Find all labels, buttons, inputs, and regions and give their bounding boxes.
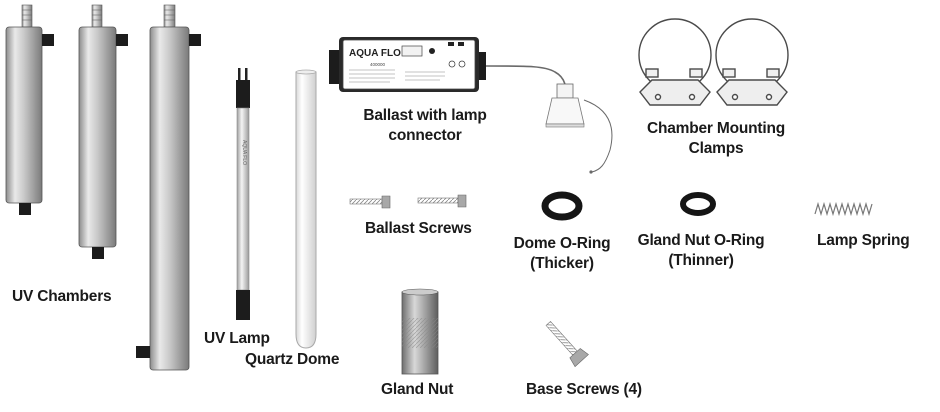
ballast-model: 400000 [370,62,386,67]
uv-lamp: AQUA FLO [236,68,250,320]
label-ballast-line2: connector [388,127,462,144]
label-gland-nut-oring: Gland Nut O-Ring (Thinner) [626,231,776,271]
base-screw [545,320,589,368]
label-ballast: Ballast with lamp connector [352,106,498,146]
uv-chamber-medium [78,4,128,259]
lamp-print: AQUA FLO [241,140,247,165]
label-gland-nut: Gland Nut [381,381,454,398]
label-lamp-spring: Lamp Spring [817,232,910,249]
label-ballast-line1: Ballast with lamp [363,107,487,124]
dome-oring [541,191,583,221]
uv-chamber-tall [136,4,201,371]
label-ballast-screws: Ballast Screws [365,220,472,237]
ballast-screw-2 [417,194,467,208]
label-dome-oring-line1: Dome O-Ring [513,235,611,252]
ballast: AQUA FLO 400000 [329,37,613,174]
quartz-dome [295,69,317,349]
label-dome-oring-line2: (Thicker) [530,255,594,272]
label-base-screws: Base Screws (4) [526,381,642,398]
lamp-spring [814,201,873,217]
label-uv-lamp: UV Lamp [204,330,270,347]
label-chamber-clamps: Chamber Mounting Clamps [636,119,796,159]
ballast-brand: AQUA FLO [349,48,401,59]
label-gland-nut-oring-line2: (Thinner) [668,252,734,269]
label-chamber-clamps-line1: Chamber Mounting [646,120,785,137]
ballast-screw-1 [349,195,391,209]
uv-chamber-short [5,4,54,215]
label-quartz-dome: Quartz Dome [245,351,340,368]
gland-nut-oring [680,192,716,216]
label-dome-oring: Dome O-Ring (Thicker) [502,234,622,274]
gland-nut [401,288,439,375]
label-gland-nut-oring-line1: Gland Nut O-Ring [637,232,765,249]
chamber-mounting-clamps [638,18,789,106]
label-uv-chambers: UV Chambers [12,288,112,305]
label-chamber-clamps-line2: Clamps [688,140,744,157]
